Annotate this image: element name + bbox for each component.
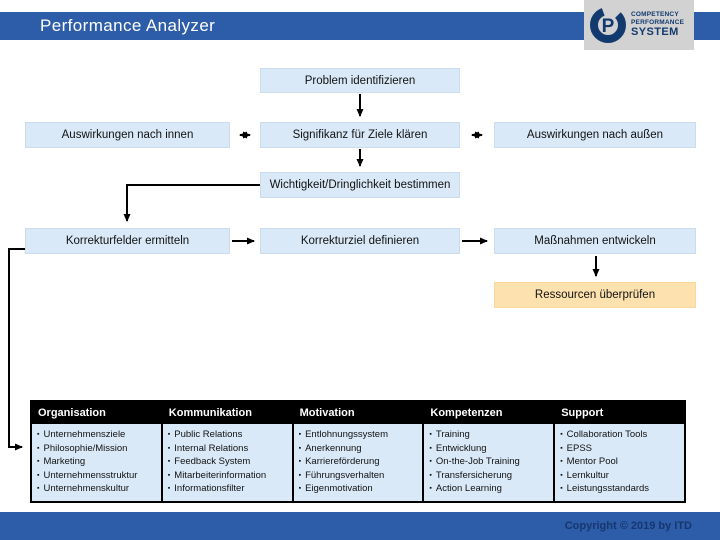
table-item: Unternehmensstruktur	[37, 469, 156, 483]
copyright-text: Copyright © 2019 by ITD	[564, 520, 692, 532]
arrow-fields-to-table	[8, 248, 25, 451]
column-body: Collaboration Tools EPSS Mentor Pool Ler…	[555, 424, 684, 501]
table-item: Lernkultur	[560, 469, 679, 483]
table-item: Marketing	[37, 455, 156, 469]
table-column-kommunikation: Kommunikation Public Relations Internal …	[160, 402, 292, 501]
table-item: Mitarbeiterinformation	[168, 469, 287, 483]
flow-box-impact-internal: Auswirkungen nach innen	[25, 122, 230, 148]
flow-box-measures: Maßnahmen entwickeln	[494, 228, 696, 254]
column-header: Motivation	[293, 402, 423, 424]
column-header: Organisation	[32, 402, 161, 424]
table-item: Public Relations	[168, 428, 287, 442]
cps-logo-mark-icon: P	[590, 6, 626, 43]
table-item: Eigenmotivation	[299, 482, 418, 496]
logo-line-1: COMPETENCY	[631, 11, 679, 19]
column-header: Kompetenzen	[424, 402, 554, 424]
logo-line-2: PERFORMANCE	[631, 18, 685, 26]
cps-logo: P COMPETENCY PERFORMANCE SYSTEM	[584, 0, 694, 50]
column-body: Entlohnungssystem Anerkennung Karrierefö…	[293, 424, 423, 501]
column-header: Support	[555, 402, 684, 424]
flow-box-problem: Problem identifizieren	[260, 68, 460, 93]
table-item: Informationsfilter	[168, 482, 287, 496]
category-table: Organisation Unternehmensziele Philosoph…	[30, 400, 686, 503]
column-body: Training Entwicklung On-the-Job Training…	[424, 424, 554, 501]
flow-box-significance: Signifikanz für Ziele klären	[260, 122, 460, 148]
table-item: Transfersicherung	[429, 469, 548, 483]
footer-bar: Copyright © 2019 by ITD	[0, 512, 720, 540]
table-item: Entwicklung	[429, 442, 548, 456]
arrow-importance-to-correction-fields	[123, 184, 260, 222]
table-item: Leistungsstandards	[560, 482, 679, 496]
logo-wordmark: COMPETENCY PERFORMANCE SYSTEM	[631, 11, 684, 39]
flow-box-correction-fields: Korrekturfelder ermitteln	[25, 228, 230, 254]
logo-monogram: P	[602, 16, 615, 37]
table-item: Collaboration Tools	[560, 428, 679, 442]
table-item: Anerkennung	[299, 442, 418, 456]
table-item: Mentor Pool	[560, 455, 679, 469]
flow-box-correction-goal: Korrekturziel definieren	[260, 228, 460, 254]
table-item: Karriereförderung	[299, 455, 418, 469]
table-column-motivation: Motivation Entlohnungssystem Anerkennung…	[291, 402, 423, 501]
table-item: Internal Relations	[168, 442, 287, 456]
table-item: Philosophie/Mission	[37, 442, 156, 456]
table-column-support: Support Collaboration Tools EPSS Mentor …	[553, 402, 684, 501]
table-item: On-the-Job Training	[429, 455, 548, 469]
column-header: Kommunikation	[162, 402, 292, 424]
column-body: Unternehmensziele Philosophie/Mission Ma…	[32, 424, 161, 501]
flow-box-resources: Ressourcen überprüfen	[494, 282, 696, 308]
table-item: Unternehmenskultur	[37, 482, 156, 496]
logo-line-3: SYSTEM	[631, 26, 679, 39]
table-item: Führungsverhalten	[299, 469, 418, 483]
table-column-kompetenzen: Kompetenzen Training Entwicklung On-the-…	[422, 402, 554, 501]
column-body: Public Relations Internal Relations Feed…	[162, 424, 292, 501]
table-item: Feedback System	[168, 455, 287, 469]
page-title: Performance Analyzer	[40, 16, 216, 35]
table-item: Action Learning	[429, 482, 548, 496]
table-item: EPSS	[560, 442, 679, 456]
table-item: Unternehmensziele	[37, 428, 156, 442]
table-item: Entlohnungssystem	[299, 428, 418, 442]
table-column-organisation: Organisation Unternehmensziele Philosoph…	[32, 402, 161, 501]
flow-box-impact-external: Auswirkungen nach außen	[494, 122, 696, 148]
flow-box-importance: Wichtigkeit/Dringlichkeit bestimmen	[260, 172, 460, 198]
table-item: Training	[429, 428, 548, 442]
